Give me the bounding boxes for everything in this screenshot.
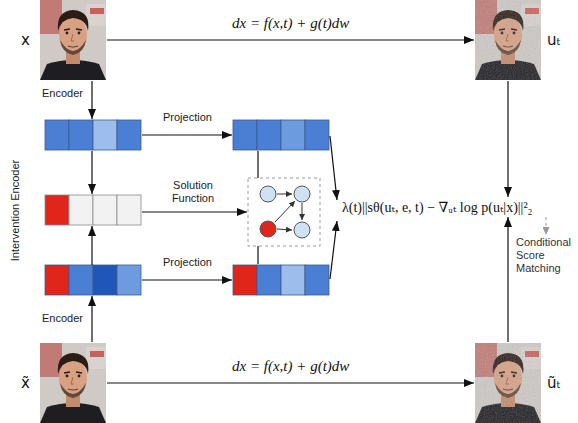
note-text: Conditional Score Matching: [516, 236, 576, 275]
graph-node: [294, 186, 310, 202]
graph-node: [294, 222, 310, 238]
bar-cell: [45, 265, 69, 295]
image-label: uₜ: [547, 31, 561, 49]
image-label: ũₜ: [547, 374, 561, 392]
bar-cell: [257, 120, 281, 150]
graph-edge: [277, 229, 292, 230]
face-photo: [40, 343, 106, 423]
graph-node: [260, 186, 276, 202]
bar-cell: [117, 120, 141, 150]
loss-arrow: [330, 221, 337, 279]
bar-cell: [305, 120, 329, 150]
face-photo: [475, 0, 541, 80]
graph-edge: [275, 201, 295, 222]
encoder-arrow: [91, 296, 92, 342]
bar-cell: [117, 195, 141, 225]
bar-cell: [69, 195, 93, 225]
bar-cell: [281, 120, 305, 150]
image-node: ũₜ: [475, 343, 541, 423]
feature-bar: [45, 265, 141, 295]
image-label: x̃: [21, 374, 30, 392]
face-photo: [475, 343, 541, 423]
dashed-arrow: [546, 217, 547, 235]
formula-text: λ(t)||sθ(uₜ, e, t) − ∇ᵤₜ log p(uₜ|x)||²₂: [342, 199, 533, 216]
encoder-label: Encoder: [42, 312, 83, 325]
loss-arrow: [330, 136, 337, 200]
link-line: [257, 151, 258, 178]
projection-arrow: [142, 279, 232, 280]
bar-cell: [93, 265, 117, 295]
graph-frame: [248, 178, 320, 246]
noise-overlay: [475, 343, 541, 423]
bar-cell: [69, 120, 93, 150]
graph-edge: [277, 194, 292, 195]
bar-cell: [93, 195, 117, 225]
feature-bar: [45, 120, 141, 150]
bar-cell: [117, 265, 141, 295]
encoder-arrow: [91, 151, 92, 194]
equation-label: dx = f(x,t) + g(t)dw: [232, 15, 349, 32]
flow-arrow: [507, 81, 508, 197]
image-node: x: [40, 0, 106, 80]
projection-label: Projection: [163, 256, 212, 269]
bar-cell: [305, 265, 329, 295]
graph-node: [260, 221, 276, 237]
flow-arrow: [107, 39, 474, 40]
bar-cell: [233, 265, 257, 295]
bar-cell: [281, 265, 305, 295]
bar-cell: [233, 120, 257, 150]
feature-bar: [233, 120, 329, 150]
projection-arrow: [142, 134, 232, 135]
feature-bar: [233, 265, 329, 295]
projection-label: Projection: [163, 111, 212, 124]
image-node: x̃: [40, 343, 106, 423]
noise-overlay: [475, 0, 541, 80]
flow-arrow: [107, 382, 474, 383]
equation-label: dx = f(x,t) + g(t)dw: [232, 358, 349, 375]
intervention-bar: [45, 195, 141, 225]
bar-cell: [257, 265, 281, 295]
image-label: x: [21, 31, 30, 49]
loss-formula: λ(t)||sθ(uₜ, e, t) − ∇ᵤₜ log p(uₜ|x)||²₂: [342, 198, 534, 216]
flow-arrow: [507, 217, 508, 342]
image-node: uₜ: [475, 0, 541, 80]
bar-cell: [93, 120, 117, 150]
side-label: Intervention Encoder: [9, 160, 22, 262]
encoder-arrow: [91, 226, 92, 265]
encoder-label: Encoder: [42, 87, 83, 100]
solution-label: Solution Function: [157, 179, 229, 205]
flow-arrows: [92, 81, 337, 342]
face-photo: [40, 0, 106, 80]
solution-arrow: [142, 211, 247, 212]
graph-edge: [302, 203, 303, 220]
note-text: Conditional Score Matching: [516, 236, 576, 275]
link-line: [257, 246, 258, 264]
bar-cell: [45, 195, 69, 225]
bar-cell: [69, 265, 93, 295]
encoder-arrow: [91, 81, 92, 119]
bar-cell: [45, 120, 69, 150]
